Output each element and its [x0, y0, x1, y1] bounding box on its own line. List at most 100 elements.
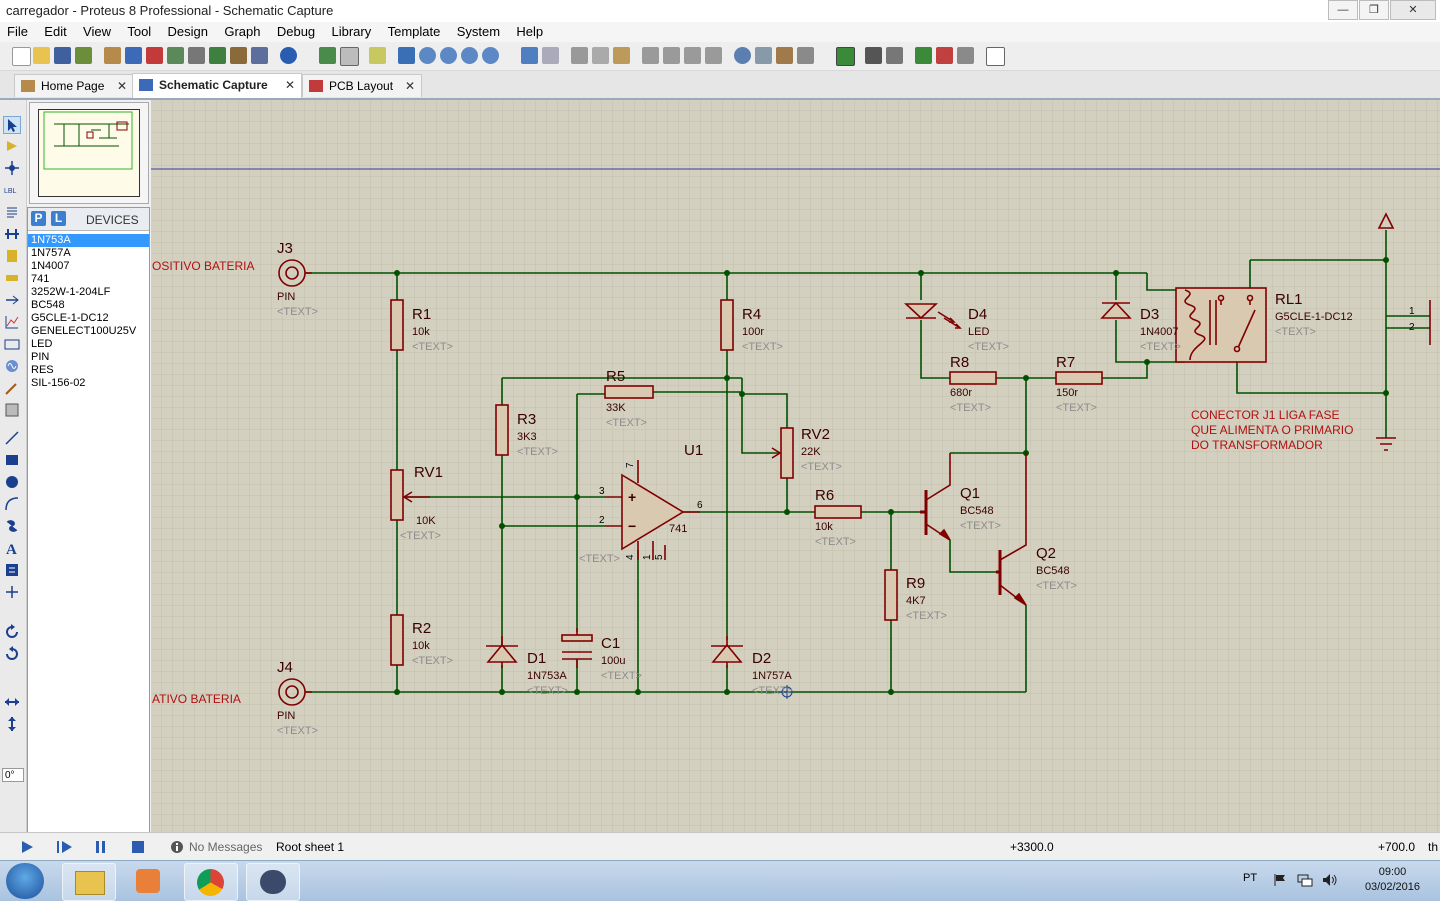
device-pin-icon[interactable] [4, 292, 20, 308]
cut-icon[interactable] [571, 47, 588, 64]
component-mode-icon[interactable] [4, 138, 20, 154]
list-item[interactable]: SIL-156-02 [31, 377, 86, 389]
marker-icon[interactable] [4, 584, 20, 600]
new-file-icon[interactable] [12, 47, 31, 66]
rotation-angle-field[interactable]: 0° [2, 768, 24, 782]
paste-icon[interactable] [613, 47, 630, 64]
pcb-icon[interactable] [146, 47, 163, 64]
property-assignment-icon[interactable] [886, 47, 903, 64]
netlist-icon[interactable] [986, 47, 1005, 66]
block-copy-icon[interactable] [642, 47, 659, 64]
pan-icon[interactable] [398, 47, 415, 64]
start-button[interactable] [6, 863, 44, 899]
tape-recorder-icon[interactable] [4, 336, 20, 352]
menu-design[interactable]: Design [167, 24, 209, 39]
list-item[interactable]: 1N753A [28, 234, 149, 247]
tab-pcb-layout[interactable]: PCB Layout ✕ [302, 74, 422, 97]
language-indicator[interactable]: PT [1243, 872, 1258, 884]
block-rotate-icon[interactable] [684, 47, 701, 64]
list-item[interactable]: 741 [31, 273, 50, 285]
list-item[interactable]: BC548 [31, 299, 65, 311]
taskbar-chrome[interactable] [184, 863, 238, 901]
zoom-all-icon[interactable] [461, 47, 478, 64]
maximize-button[interactable]: ❐ [1359, 0, 1389, 20]
close-tab-icon[interactable]: ✕ [404, 79, 415, 93]
list-item[interactable]: 1N4007 [31, 260, 70, 272]
home-icon[interactable] [104, 47, 121, 64]
rotate-anticlockwise-icon[interactable] [4, 646, 20, 662]
decompose-icon[interactable] [797, 47, 814, 64]
3d-view-icon[interactable] [167, 47, 184, 64]
menu-help[interactable]: Help [516, 24, 544, 39]
circle-icon[interactable] [4, 474, 20, 490]
terminal-icon[interactable] [4, 270, 20, 286]
schematic-icon[interactable] [125, 47, 142, 64]
menu-library[interactable]: Library [331, 24, 372, 39]
rotate-clockwise-icon[interactable] [4, 624, 20, 640]
flag-icon[interactable] [1273, 873, 1287, 887]
graph-icon[interactable] [4, 314, 20, 330]
zoom-out-icon[interactable] [440, 47, 457, 64]
remove-sheet-icon[interactable] [936, 47, 953, 64]
tab-schematic-capture[interactable]: Schematic Capture ✕ [132, 73, 302, 98]
goto-sheet-icon[interactable] [957, 47, 974, 64]
library-manager-button[interactable]: L [51, 211, 66, 226]
design-explorer-icon[interactable] [209, 47, 226, 64]
wire-autorouter-icon[interactable] [836, 47, 855, 66]
junction-dot-icon[interactable] [4, 160, 20, 176]
close-tab-icon[interactable]: ✕ [284, 78, 295, 92]
save-icon[interactable] [54, 47, 71, 64]
clock[interactable]: 09:00 03/02/2016 [1365, 865, 1420, 895]
voltage-probe-icon[interactable] [4, 380, 20, 396]
box-icon[interactable] [4, 452, 20, 468]
line-icon[interactable] [4, 430, 20, 446]
list-item[interactable]: G5CLE-1-DC12 [31, 312, 109, 324]
grid-icon[interactable] [340, 47, 359, 66]
play-icon[interactable] [20, 840, 34, 854]
list-item[interactable]: RES [31, 364, 54, 376]
open-folder-icon[interactable] [33, 47, 50, 64]
import-icon[interactable] [75, 47, 92, 64]
help-icon[interactable] [280, 47, 297, 64]
bom-icon[interactable] [230, 47, 247, 64]
menu-edit[interactable]: Edit [44, 24, 67, 39]
minimize-button[interactable]: — [1328, 0, 1358, 20]
subcircuit-icon[interactable] [4, 248, 20, 264]
menu-tool[interactable]: Tool [127, 24, 152, 39]
menu-template[interactable]: Template [387, 24, 441, 39]
gerber-icon[interactable] [188, 47, 205, 64]
redo-icon[interactable] [542, 47, 559, 64]
network-icon[interactable] [1297, 873, 1313, 887]
generator-icon[interactable] [4, 358, 20, 374]
packaging-tool-icon[interactable] [776, 47, 793, 64]
step-icon[interactable] [57, 840, 73, 854]
undo-icon[interactable] [521, 47, 538, 64]
wire-label-icon[interactable]: LBL [4, 182, 20, 198]
menu-view[interactable]: View [83, 24, 111, 39]
block-delete-icon[interactable] [705, 47, 722, 64]
menu-debug[interactable]: Debug [276, 24, 316, 39]
path-icon[interactable] [4, 518, 20, 534]
taskbar-media-player[interactable] [122, 863, 174, 899]
stop-icon[interactable] [131, 840, 145, 854]
virtual-instrument-icon[interactable] [4, 402, 20, 418]
list-item[interactable]: LED [31, 338, 53, 350]
new-sheet-icon[interactable] [915, 47, 932, 64]
mirror-horizontal-icon[interactable] [4, 694, 20, 710]
text-icon[interactable]: A [4, 540, 20, 558]
symbol-icon[interactable] [4, 562, 20, 578]
bus-icon[interactable] [4, 226, 20, 242]
zoom-in-icon[interactable] [419, 47, 436, 64]
schematic-canvas[interactable]: J3 J4 R1 RV1 R2 R3 R5 R4 RV2 U1 R6 R9 Q1… [151, 100, 1440, 832]
selection-mode-icon[interactable] [3, 116, 21, 134]
tab-home-page[interactable]: Home Page ✕ [14, 74, 134, 97]
close-tab-icon[interactable]: ✕ [116, 79, 127, 93]
taskbar-proteus[interactable] [246, 863, 300, 901]
text-script-icon[interactable] [4, 204, 20, 220]
mirror-vertical-icon[interactable] [4, 716, 20, 732]
volume-icon[interactable] [1322, 873, 1338, 887]
menu-graph[interactable]: Graph [224, 24, 261, 39]
messages-status[interactable]: No Messages [189, 840, 263, 854]
copy-icon[interactable] [592, 47, 609, 64]
menu-system[interactable]: System [456, 24, 501, 39]
